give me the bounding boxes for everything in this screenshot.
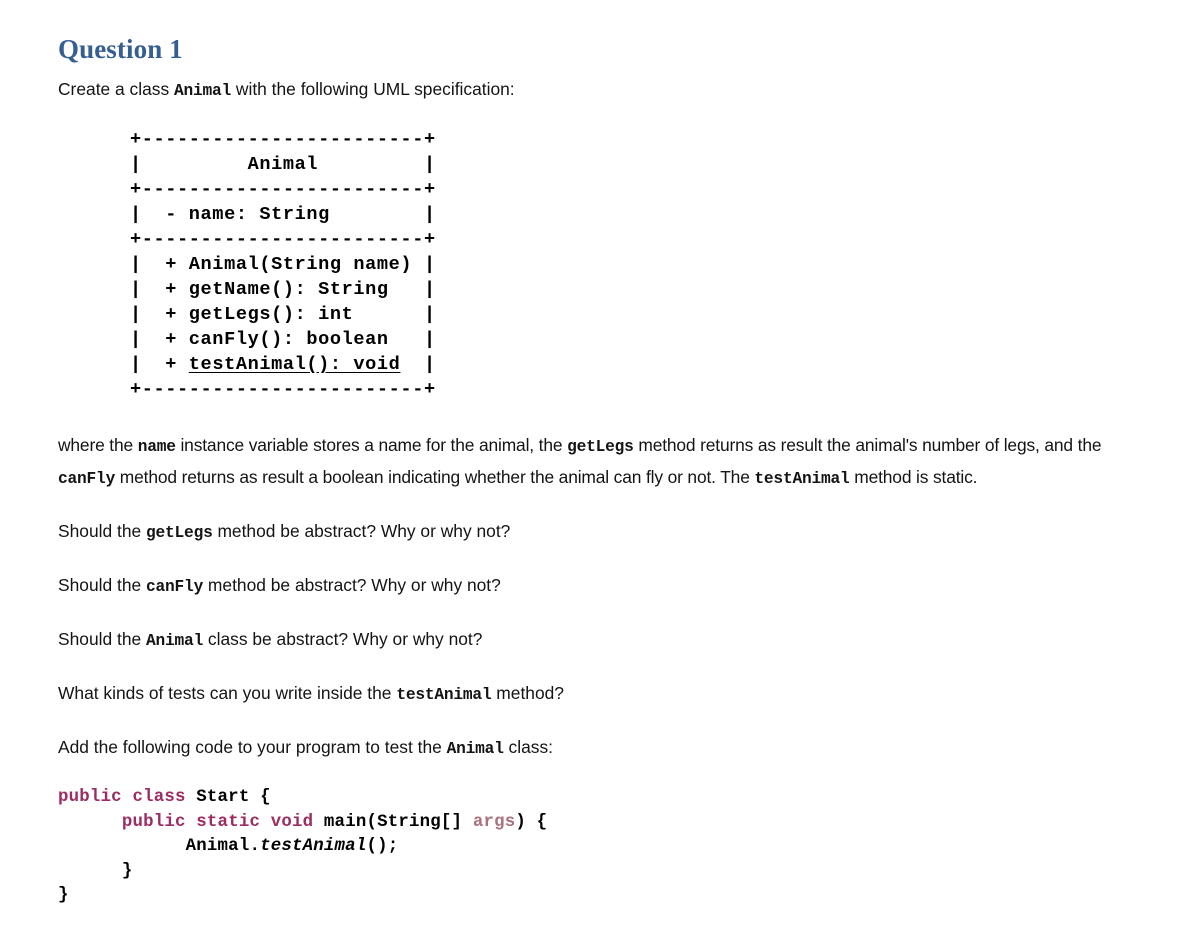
- uml-static-method-row: | + testAnimal(): void |: [130, 354, 436, 375]
- question-text-before: Should the: [58, 575, 146, 596]
- question-item: Should the Animal class be abstract? Why…: [58, 624, 1146, 656]
- code-intro-text-before: Add the following code to your program t…: [58, 737, 447, 758]
- code-intro-text-after: class:: [503, 737, 554, 758]
- desc-text-2: instance variable stores a name for the …: [175, 435, 568, 456]
- uml-title-row: | Animal |: [130, 154, 436, 176]
- question-item: Should the getLegs method be abstract? W…: [58, 516, 1146, 548]
- inline-code-animal: Animal: [446, 740, 504, 759]
- code-intro-paragraph: Add the following code to your program t…: [58, 732, 1146, 764]
- inline-code-testanimal: testAnimal: [754, 470, 850, 489]
- inline-code-getlegs: getLegs: [146, 524, 213, 543]
- page-title: Question 1: [58, 34, 183, 64]
- uml-border-top: +------------------------+: [130, 129, 436, 151]
- uml-field-row: | - name: String |: [130, 204, 436, 226]
- code-punctuation: ();: [366, 837, 399, 857]
- uml-static-method-label: testAnimal(): void: [188, 354, 401, 376]
- intro-paragraph: Create a class Animal with the following…: [58, 74, 1146, 106]
- inline-code-animal: Animal: [146, 632, 204, 651]
- code-object-reference: Animal.: [185, 837, 261, 857]
- uml-border-mid-2: +------------------------+: [130, 229, 436, 251]
- document-page: Question 1 Create a class Animal with th…: [58, 34, 1146, 909]
- spacer: [58, 602, 1146, 624]
- uml-method-row: | + getName(): String |: [130, 279, 436, 301]
- code-indent: [58, 813, 122, 832]
- spacer: [58, 548, 1146, 570]
- uml-border-bottom: +------------------------+: [130, 379, 436, 401]
- uml-static-suffix: |: [400, 354, 436, 376]
- spacer: [58, 656, 1146, 678]
- code-identifier: main(String[]: [313, 812, 473, 832]
- desc-text-4: method returns as result a boolean indic…: [115, 467, 755, 488]
- uml-static-prefix: | +: [130, 354, 189, 376]
- inline-code-canfly: canFly: [58, 470, 116, 489]
- question-item: Should the canFly method be abstract? Wh…: [58, 570, 1146, 602]
- spacer: [58, 710, 1146, 732]
- inline-code-name: name: [137, 438, 176, 457]
- desc-text-1: where the: [58, 435, 138, 456]
- spacer: [58, 494, 1146, 516]
- uml-method-row: | + getLegs(): int |: [130, 304, 436, 326]
- inline-code-canfly: canFly: [146, 578, 204, 597]
- inline-code-testanimal: testAnimal: [396, 686, 492, 705]
- question-text-after: method be abstract? Why or why not?: [203, 575, 501, 596]
- code-closing-brace: }: [58, 861, 133, 881]
- inline-code-getlegs: getLegs: [567, 438, 634, 457]
- question-item: What kinds of tests can you write inside…: [58, 678, 1146, 710]
- code-identifier: Start {: [185, 788, 271, 808]
- uml-method-row: | + canFly(): boolean |: [130, 329, 436, 351]
- question-text-after: method?: [491, 683, 564, 704]
- code-indent: [58, 837, 186, 856]
- question-text-after: method be abstract? Why or why not?: [212, 521, 511, 542]
- code-static-method-call: testAnimal: [260, 837, 367, 857]
- description-paragraph: where the name instance variable stores …: [58, 430, 1146, 494]
- question-text-before: Should the: [58, 629, 146, 650]
- desc-text-3: method returns as result the animal's nu…: [633, 435, 1102, 456]
- java-code-block: public class Start { public static void …: [58, 786, 1146, 909]
- inline-code-animal: Animal: [174, 82, 232, 101]
- question-text-before: Should the: [58, 521, 146, 542]
- uml-border-mid-1: +------------------------+: [130, 179, 436, 201]
- code-parameter: args: [472, 812, 516, 832]
- uml-method-row: | + Animal(String name) |: [130, 254, 436, 276]
- spacer: [58, 402, 1146, 430]
- question-text-before: What kinds of tests can you write inside…: [58, 683, 397, 704]
- code-closing-brace: }: [58, 886, 69, 906]
- code-punctuation: ) {: [515, 812, 548, 832]
- uml-class-diagram: +------------------------+ | Animal | +-…: [130, 127, 1146, 402]
- code-keyword: public class: [58, 788, 186, 808]
- intro-text-before: Create a class: [58, 79, 174, 100]
- question-text-after: class be abstract? Why or why not?: [203, 629, 483, 650]
- desc-text-5: method is static.: [849, 467, 978, 488]
- intro-text-after: with the following UML specification:: [231, 79, 515, 100]
- code-keyword: public static void: [121, 812, 314, 832]
